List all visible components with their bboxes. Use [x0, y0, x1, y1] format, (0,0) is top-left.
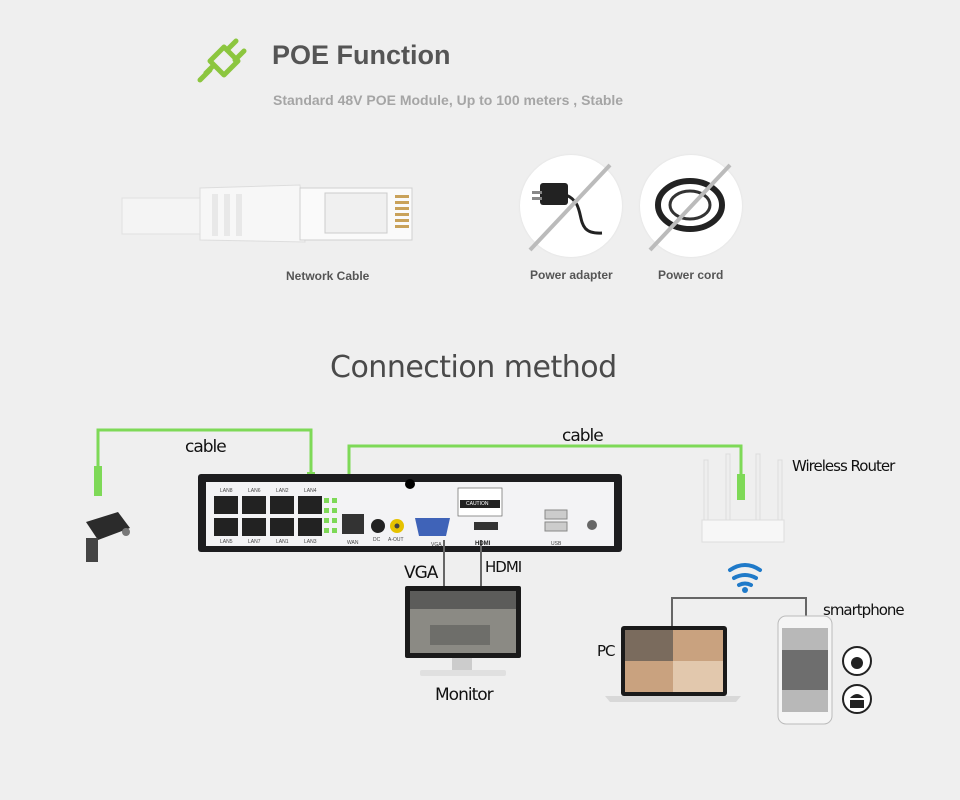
apple-icon: [842, 646, 872, 676]
port-label: LAN8: [220, 488, 233, 494]
wifi-icon: [728, 563, 762, 587]
power-adapter-image: [520, 155, 622, 257]
monitor-label: Monitor: [435, 685, 494, 705]
camera-icon: [86, 512, 130, 562]
monitor-icon: [405, 586, 521, 676]
nvr-aout-label: A-OUT: [388, 537, 404, 543]
power-cord-label: Power cord: [658, 268, 724, 282]
android-icon: [842, 684, 872, 714]
laptop-icon: [605, 626, 741, 702]
section-heading: Connection method: [330, 350, 617, 385]
hdmi-label: HDMI: [485, 558, 522, 576]
port-label: LAN4: [304, 488, 317, 494]
port-label: LAN1: [276, 539, 289, 545]
router-icon: [701, 453, 785, 543]
port-label: LAN3: [304, 539, 317, 545]
port-label: LAN5: [220, 539, 233, 545]
port-label: LAN2: [276, 488, 289, 494]
pc-label: PC: [597, 642, 616, 660]
port-label: LAN7: [248, 539, 261, 545]
plug-icon: [197, 38, 247, 83]
port-label: LAN6: [248, 488, 261, 494]
power-cord-image: [640, 155, 742, 257]
phone-icon: [777, 615, 833, 725]
page-title: POE Function: [272, 40, 451, 70]
nvr-vga-label: VGA: [431, 542, 442, 548]
power-adapter-label: Power adapter: [530, 268, 613, 282]
router-label: Wireless Router: [792, 457, 895, 475]
cable-connectors: [94, 466, 745, 504]
network-cable-label: Network Cable: [286, 269, 370, 283]
cable-label-right: cable: [562, 426, 604, 446]
nvr-wan-label: WAN: [347, 540, 359, 546]
nvr-dc-label: DC: [373, 537, 381, 543]
page-subtitle: Standard 48V POE Module, Up to 100 meter…: [273, 92, 624, 108]
nvr-hdmi-label: HDMI: [475, 541, 491, 547]
nvr-usb-label: USB: [551, 541, 562, 547]
nvr-caution-label: CAUTION: [466, 501, 489, 507]
vga-label: VGA: [404, 563, 438, 583]
smartphone-label: smartphone: [823, 601, 905, 619]
cable-label-left: cable: [185, 437, 227, 457]
